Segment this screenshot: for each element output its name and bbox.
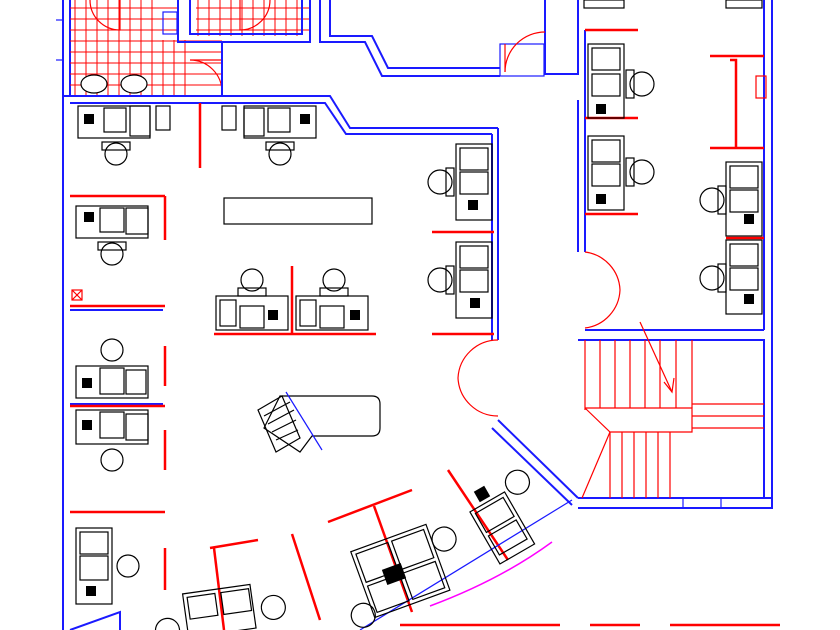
conference-table: [223, 197, 373, 225]
staircase: [581, 321, 764, 499]
toilet-fixture: [80, 74, 148, 94]
partitions: [70, 28, 780, 630]
interior-walls: [63, 0, 765, 630]
door-swings: [457, 31, 621, 417]
counter-edge: [429, 541, 553, 607]
reception-counter: [257, 391, 381, 453]
workstations: [75, 0, 763, 630]
restroom: [70, 0, 311, 96]
